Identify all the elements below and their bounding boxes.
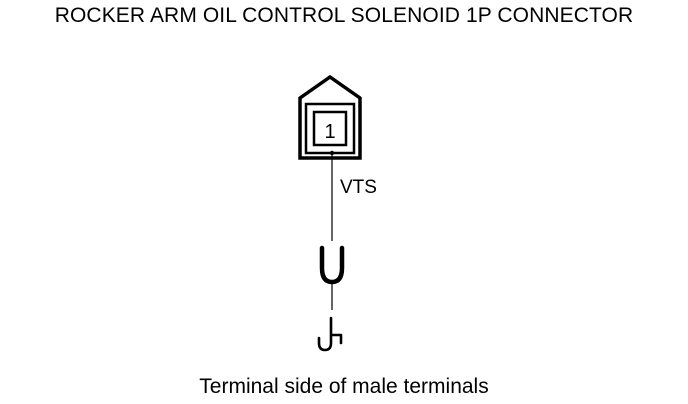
terminal-loop-icon [319, 245, 345, 285]
wire-junction-dot [329, 150, 335, 156]
diagram-title: ROCKER ARM OIL CONTROL SOLENOID 1P CONNE… [54, 4, 634, 27]
wire-label: VTS [340, 177, 377, 198]
hook-terminal-icon [317, 316, 343, 352]
pin-number: 1 [324, 121, 335, 143]
connector-housing-icon [298, 74, 362, 160]
diagram-caption: Terminal side of male terminals [199, 375, 489, 398]
